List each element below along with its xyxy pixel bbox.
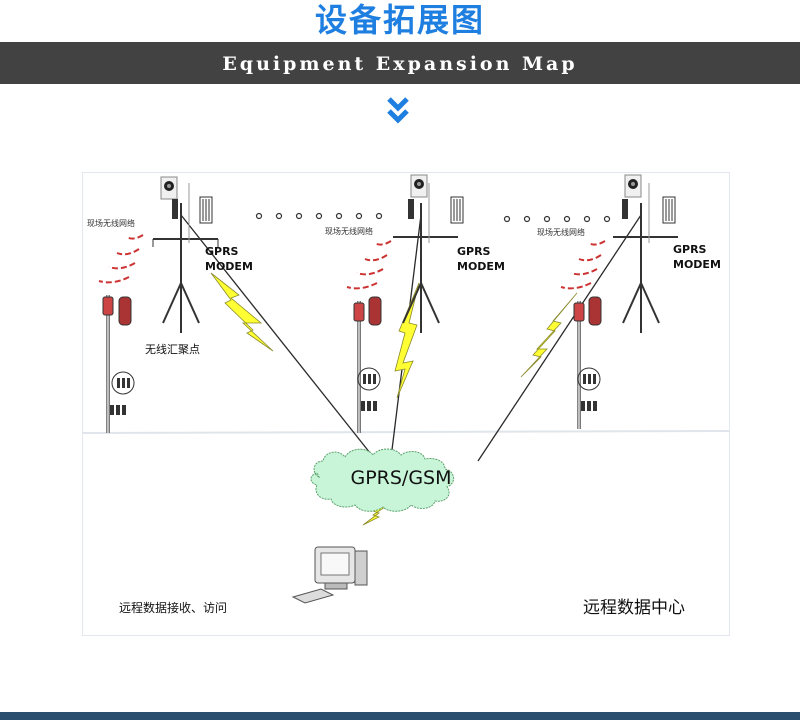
data-center-label: 远程数据中心 xyxy=(583,598,685,618)
station-right-network-label: 现场无线网络 xyxy=(537,227,585,237)
computer-icon xyxy=(291,546,368,604)
subtitle-banner: Equipment Expansion Map xyxy=(0,42,800,84)
lightning-icon xyxy=(210,272,274,352)
wireless-waves xyxy=(560,240,606,290)
remote-access-label: 远程数据接收、访问 xyxy=(119,600,227,615)
station-left-modem-label: GPRS xyxy=(205,245,239,258)
footer-rule xyxy=(0,712,800,720)
lightning-icon xyxy=(520,292,578,378)
camera-icon xyxy=(410,174,428,198)
wireless-waves xyxy=(346,240,392,290)
page-title: 设备拓展图 xyxy=(314,1,485,39)
camera-icon xyxy=(160,176,178,200)
station-right-modem-label: GPRS xyxy=(673,243,707,256)
gprs-gsm-cloud: GPRS/GSM xyxy=(310,448,454,512)
lightning-icon xyxy=(394,282,420,399)
continuation-dots xyxy=(255,212,611,223)
expansion-diagram: 现场无线网络 GPRS MODEM 无线汇聚点 xyxy=(82,172,730,636)
cloud-label: GPRS/GSM xyxy=(350,467,451,489)
station-left: 现场无线网络 GPRS MODEM 无线汇聚点 xyxy=(87,176,253,433)
station-middle-network-label: 现场无线网络 xyxy=(325,226,373,236)
station-middle-modem-label: GPRS xyxy=(457,245,491,258)
wireless-waves xyxy=(98,234,144,284)
subtitle-text: Equipment Expansion Map xyxy=(222,53,578,75)
station-right: 现场无线网络 GPRS MODEM xyxy=(537,174,721,429)
station-middle-modem-label-2: MODEM xyxy=(457,260,505,273)
station-left-node-label: 无线汇聚点 xyxy=(145,342,200,356)
camera-icon xyxy=(624,174,642,198)
station-left-modem-label-2: MODEM xyxy=(205,260,253,273)
station-right-modem-label-2: MODEM xyxy=(673,258,721,271)
station-middle: 现场无线网络 GPRS MODEM xyxy=(325,174,505,433)
station-left-network-label: 现场无线网络 xyxy=(87,218,135,228)
double-chevron-down-icon xyxy=(387,97,409,124)
